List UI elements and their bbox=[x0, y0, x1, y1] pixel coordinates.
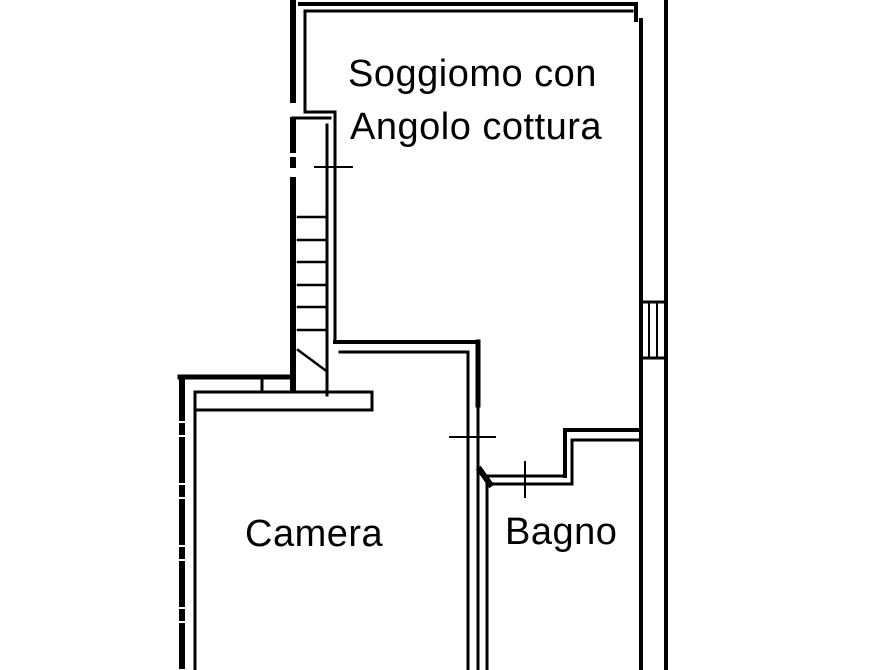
wall-living-left bbox=[290, 0, 353, 397]
wall-camera-left bbox=[179, 375, 197, 670]
room-label-soggiorno-line2: Angolo cottura bbox=[350, 106, 603, 148]
room-label-soggiorno-line1: Soggiomo con bbox=[348, 53, 597, 95]
room-label-bagno: Bagno bbox=[505, 511, 618, 553]
room-label-camera: Camera bbox=[245, 513, 384, 555]
wall-top bbox=[298, 2, 638, 13]
wall-camera-top bbox=[333, 339, 496, 670]
staircase bbox=[296, 215, 329, 372]
wall-bagno bbox=[475, 428, 643, 670]
wall-landing bbox=[177, 374, 374, 412]
wall-right bbox=[634, 0, 668, 670]
